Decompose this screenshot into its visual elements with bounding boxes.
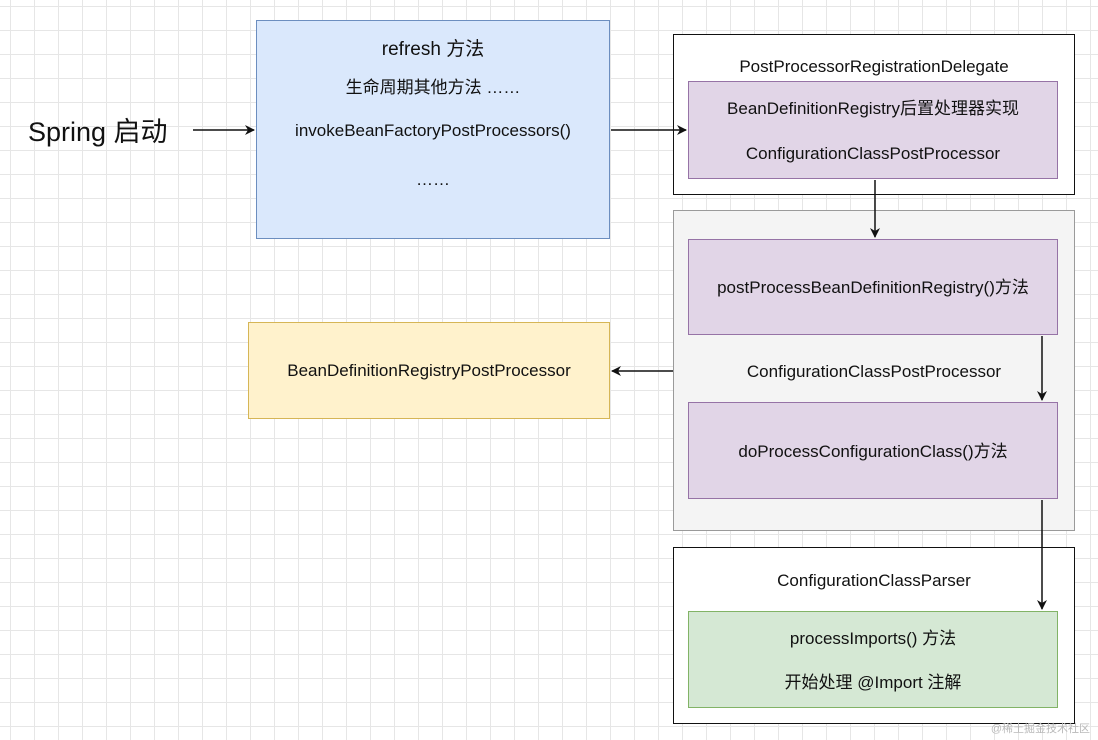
refresh-title: refresh 方法 [381, 39, 485, 60]
refresh-invoke-bfpp: invokeBeanFactoryPostProcessors() [295, 121, 571, 140]
post-process-registry-label: postProcessBeanDefinitionRegistry()方法 [717, 278, 1029, 297]
registry-pp-impl-box: BeanDefinitionRegistry后置处理器实现 Configurat… [688, 81, 1058, 179]
process-imports-box: processImports() 方法 开始处理 @Import 注解 [688, 611, 1058, 708]
registry-pp-interface-label: BeanDefinitionRegistryPostProcessor [287, 361, 571, 380]
do-process-config-label: doProcessConfigurationClass()方法 [738, 442, 1008, 461]
refresh-ellipsis: …… [416, 170, 450, 189]
post-process-registry-box: postProcessBeanDefinitionRegistry()方法 [688, 239, 1058, 335]
do-process-config-box: doProcessConfigurationClass()方法 [688, 402, 1058, 499]
parser-title: ConfigurationClassParser [777, 571, 971, 590]
registry-pp-impl-label: BeanDefinitionRegistry后置处理器实现 [727, 99, 1019, 118]
delegate-title: PostProcessorRegistrationDelegate [739, 57, 1009, 76]
refresh-lifecycle-methods: 生命周期其他方法 …… [345, 78, 521, 97]
process-imports-label: processImports() 方法 [789, 629, 957, 648]
watermark: @稀土掘金技术社区 [990, 723, 1090, 735]
import-annotation-label: 开始处理 @Import 注解 [784, 673, 962, 692]
refresh-method-box: refresh 方法 生命周期其他方法 …… invokeBeanFactory… [256, 20, 610, 239]
registry-pp-interface-box: BeanDefinitionRegistryPostProcessor [248, 322, 610, 419]
ccpp-title: ConfigurationClassPostProcessor [746, 362, 1002, 381]
start-label: Spring 启动 [28, 117, 168, 147]
registry-pp-impl-class: ConfigurationClassPostProcessor [745, 144, 1001, 163]
